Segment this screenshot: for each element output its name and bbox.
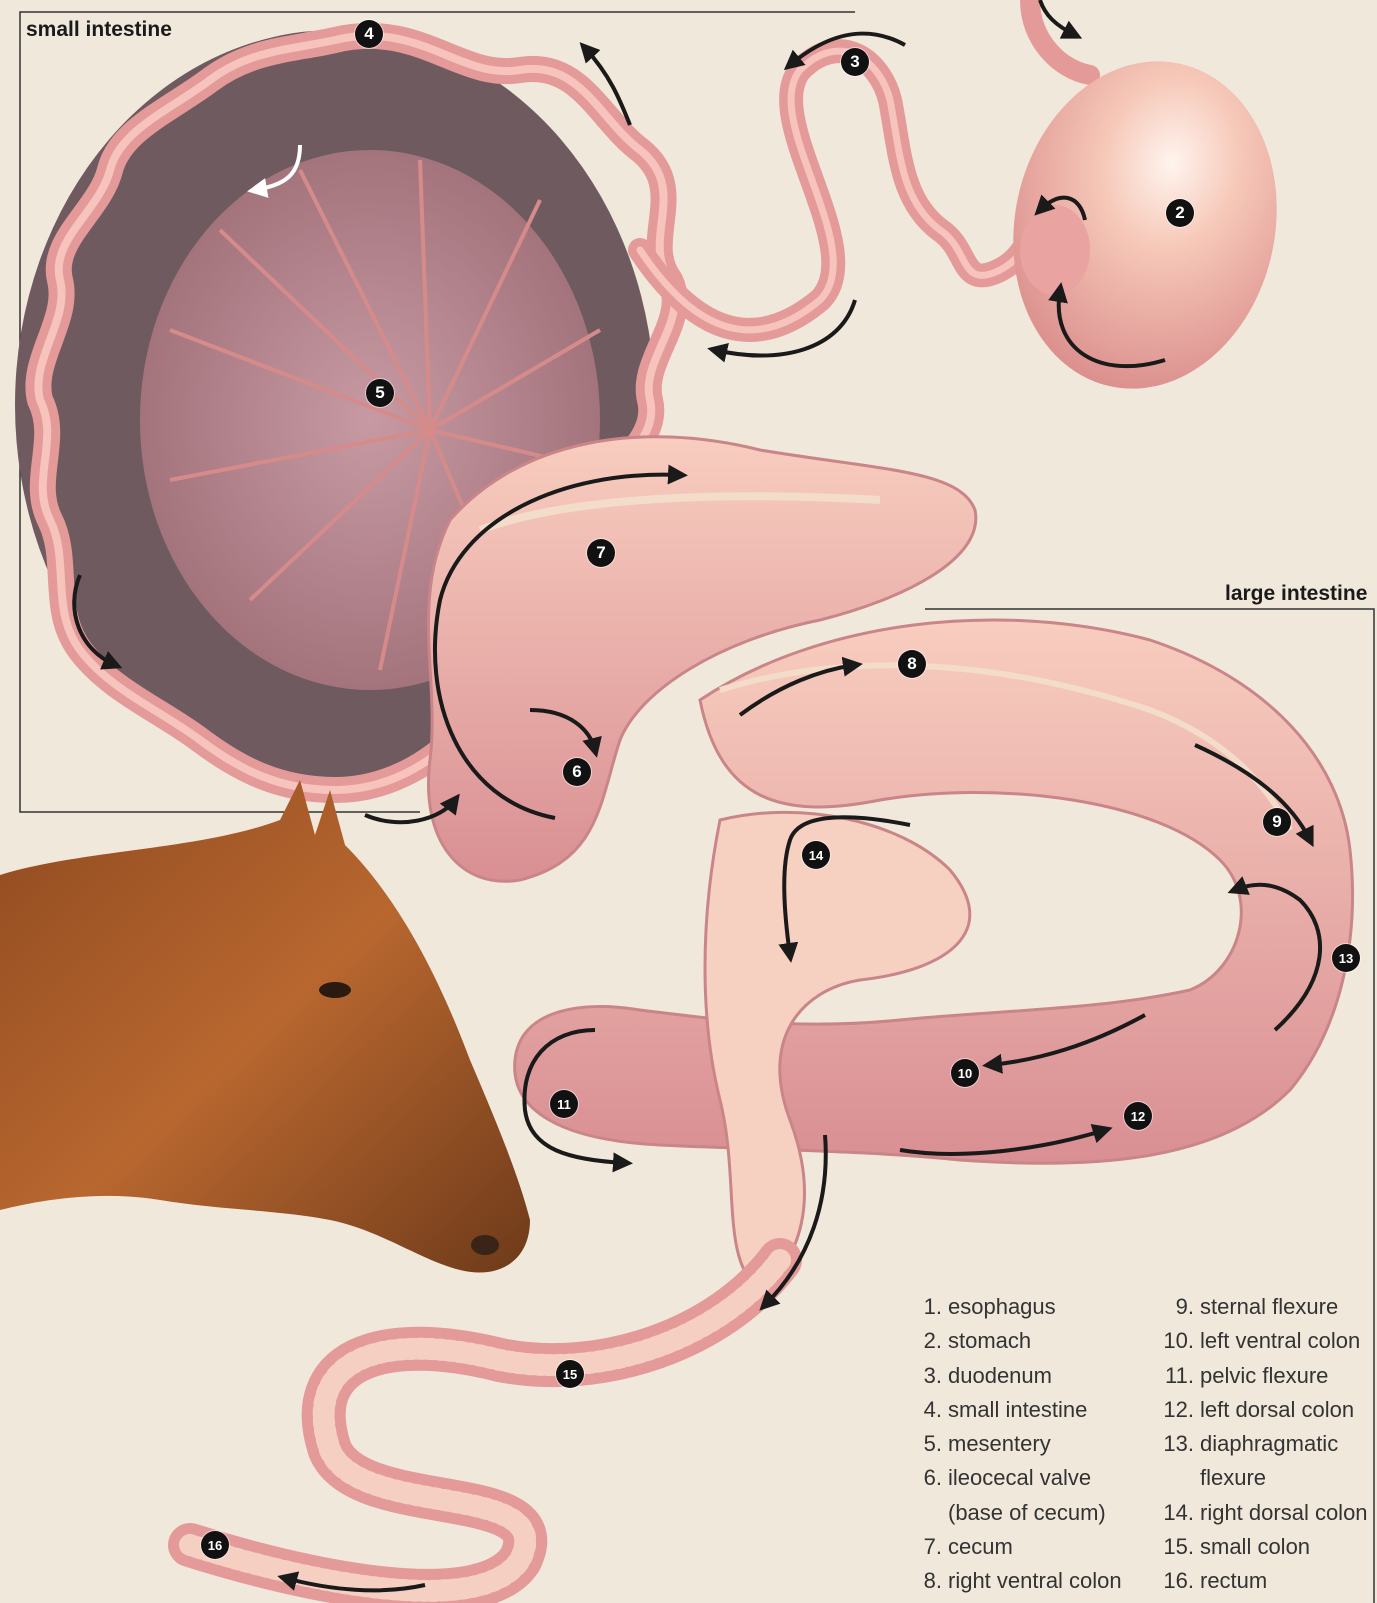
small-intestine-label: small intestine — [26, 18, 172, 42]
marker-9: 9 — [1263, 808, 1291, 836]
marker-3: 3 — [841, 48, 869, 76]
legend-column-1: 1.esophagus 2.stomach 3.duodenum 4.small… — [908, 1290, 1122, 1599]
marker-8: 8 — [898, 650, 926, 678]
legend-item: 11.pelvic flexure — [1148, 1359, 1368, 1393]
legend-item: 14.right dorsal colon — [1148, 1496, 1368, 1530]
marker-13: 13 — [1332, 944, 1360, 972]
large-intestine-label: large intestine — [1225, 582, 1367, 606]
stomach — [984, 0, 1307, 413]
legend-item: 4.small intestine — [908, 1393, 1122, 1427]
legend-item-continued: flexure — [1148, 1461, 1368, 1495]
marker-6: 6 — [563, 758, 591, 786]
legend-item-continued: (base of cecum) — [908, 1496, 1122, 1530]
legend-column-2: 9.sternal flexure 10.left ventral colon … — [1148, 1290, 1368, 1599]
marker-2: 2 — [1166, 199, 1194, 227]
marker-10: 10 — [951, 1059, 979, 1087]
legend-item: 7.cecum — [908, 1530, 1122, 1564]
legend-item: 8.right ventral colon — [908, 1564, 1122, 1598]
marker-5: 5 — [366, 379, 394, 407]
legend-item: 13.diaphragmatic — [1148, 1427, 1368, 1461]
marker-15: 15 — [556, 1360, 584, 1388]
legend-item: 6.ileocecal valve — [908, 1461, 1122, 1495]
large-intestine — [428, 437, 1352, 1290]
legend-item: 5.mesentery — [908, 1427, 1122, 1461]
marker-14: 14 — [802, 841, 830, 869]
legend-item: 15.small colon — [1148, 1530, 1368, 1564]
legend-item: 9.sternal flexure — [1148, 1290, 1368, 1324]
marker-11: 11 — [550, 1090, 578, 1118]
marker-4: 4 — [355, 20, 383, 48]
legend-item: 3.duodenum — [908, 1359, 1122, 1393]
legend-item: 12.left dorsal colon — [1148, 1393, 1368, 1427]
duodenum — [640, 51, 1070, 330]
small-colon — [190, 1260, 780, 1591]
marker-16: 16 — [201, 1531, 229, 1559]
legend-item: 1.esophagus — [908, 1290, 1122, 1324]
legend-item: 10.left ventral colon — [1148, 1324, 1368, 1358]
legend-item: 16.rectum — [1148, 1564, 1368, 1598]
marker-7: 7 — [587, 539, 615, 567]
marker-12: 12 — [1124, 1102, 1152, 1130]
legend-item: 2.stomach — [908, 1324, 1122, 1358]
